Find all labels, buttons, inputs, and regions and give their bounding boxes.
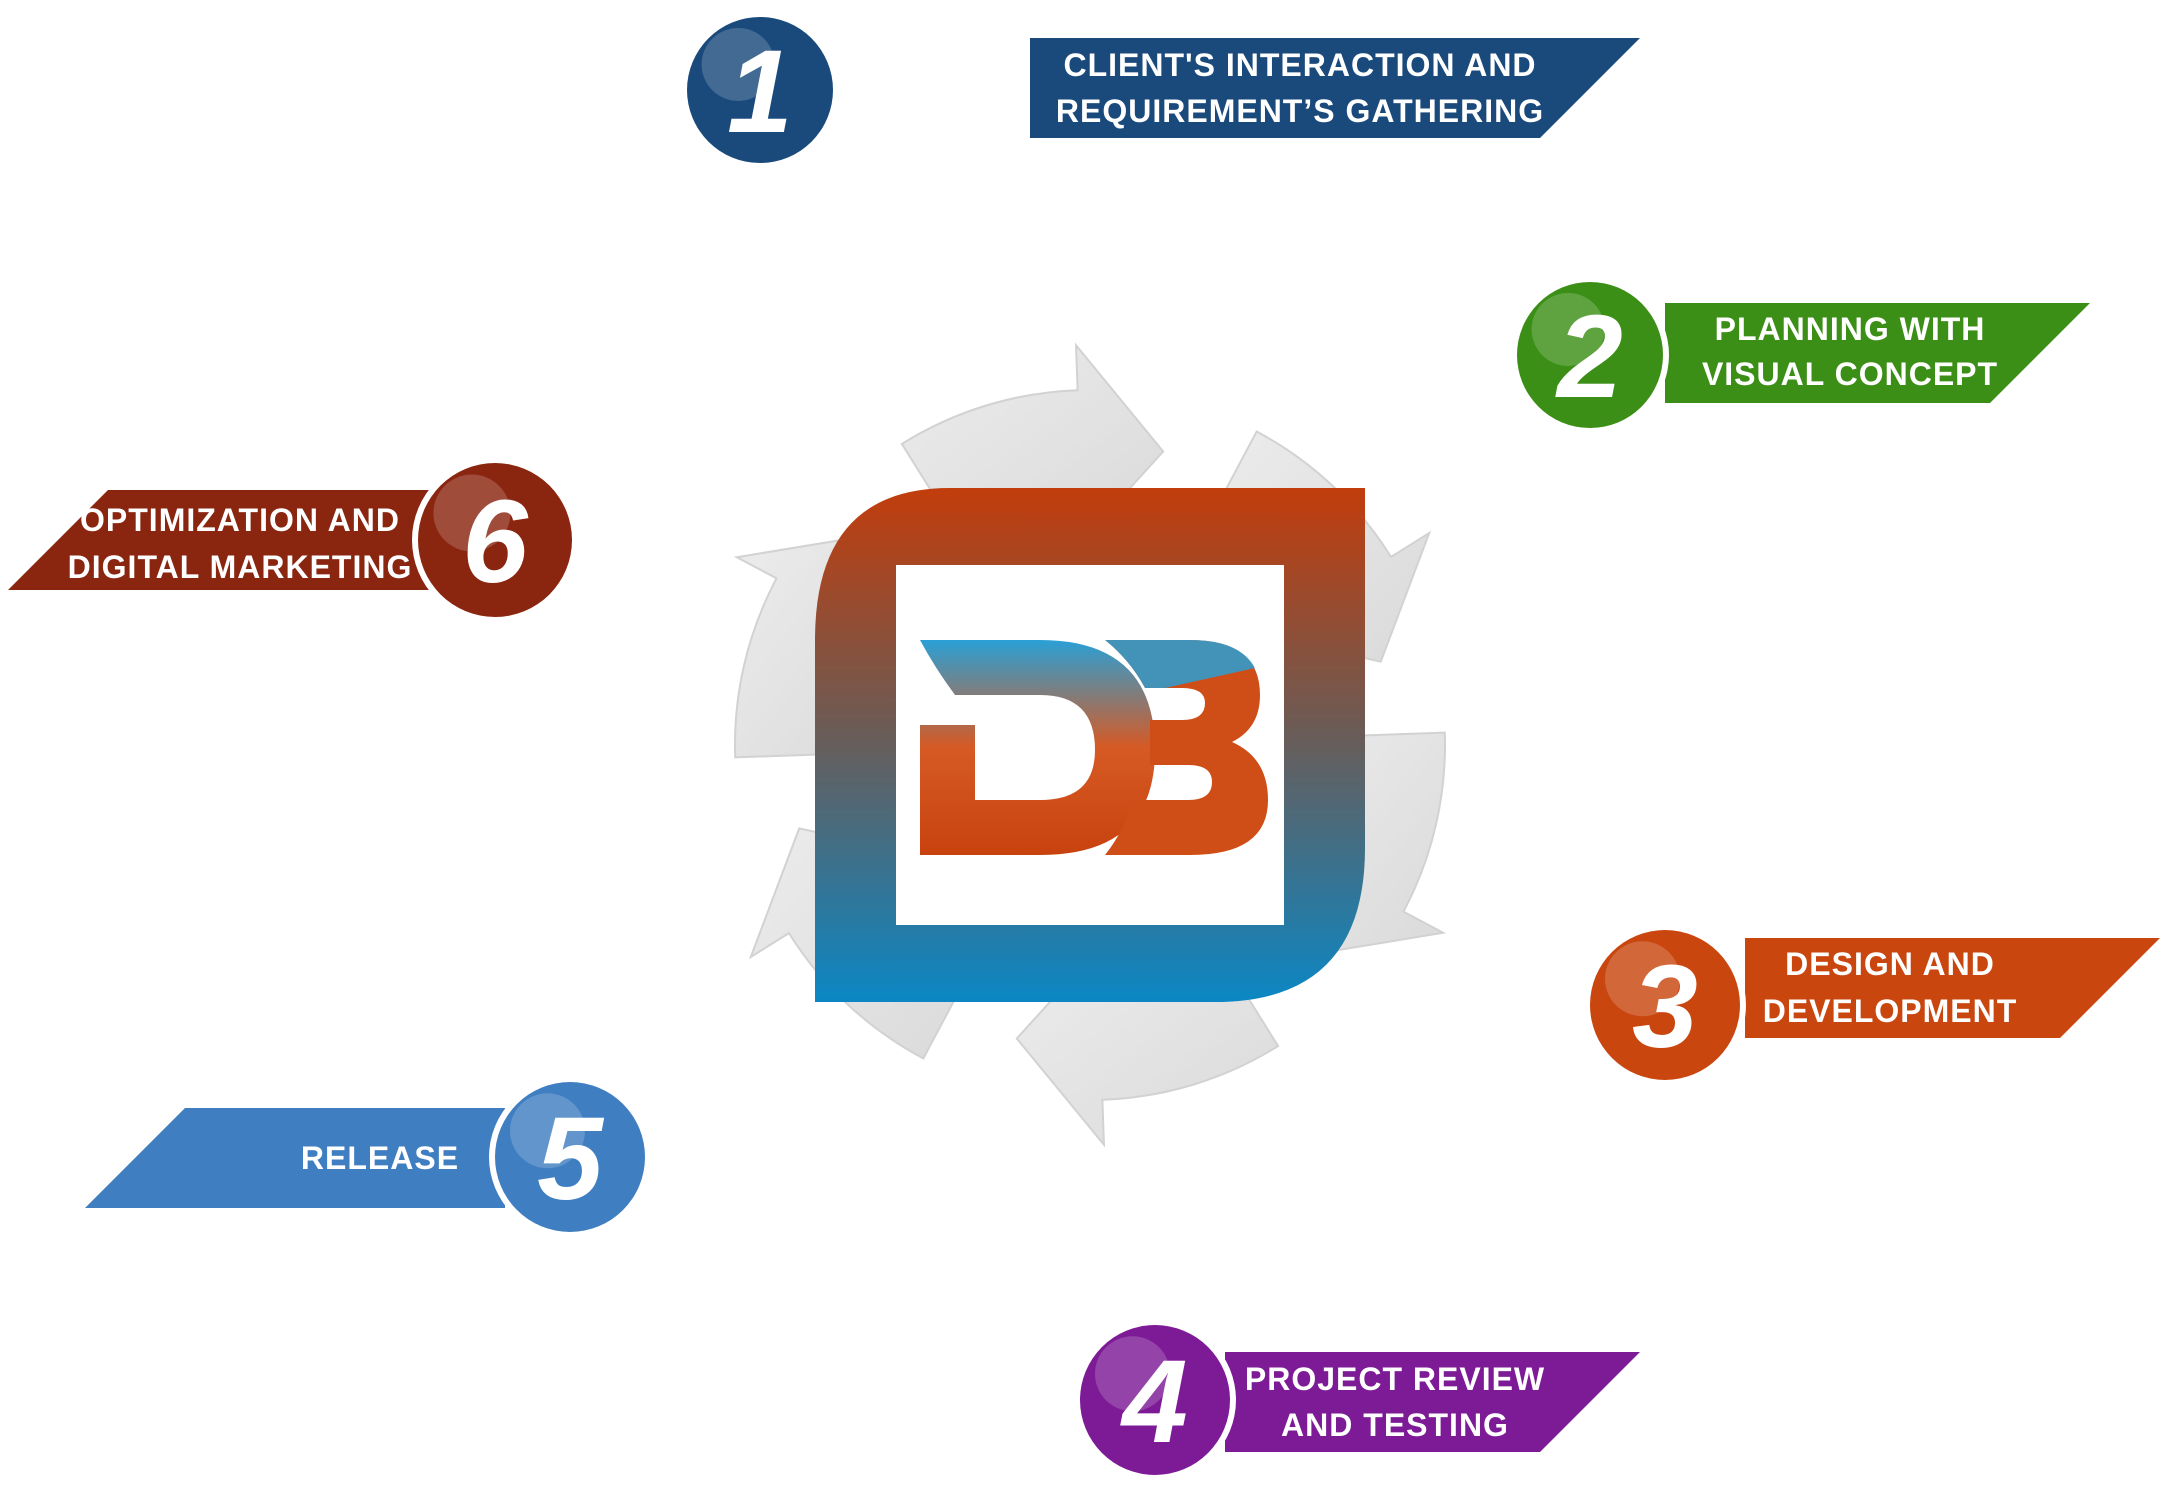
step-banner (8, 490, 430, 590)
step-label-line: RELEASE (301, 1140, 459, 1176)
step-label-line: PLANNING WITH (1715, 311, 1986, 347)
step-badge (418, 463, 572, 617)
step-badge-highlight (701, 27, 775, 101)
step-number: 1 (727, 26, 793, 158)
step-label-line: VISUAL CONCEPT (1702, 356, 1998, 392)
step-badge (495, 1082, 645, 1232)
step-label-line: DIGITAL MARKETING (68, 549, 413, 585)
step-banner (1745, 938, 2160, 1038)
step-banner (1665, 303, 2090, 403)
logo-mark (920, 640, 1268, 855)
process-steps: CLIENT'S INTERACTION AND REQUIREMENT’S GA… (8, 11, 2160, 1481)
step-label-line: PROJECT REVIEW (1245, 1361, 1545, 1397)
step-label-line: CLIENT'S INTERACTION AND (1063, 47, 1536, 83)
step-badge (1080, 1325, 1230, 1475)
step-1: CLIENT'S INTERACTION AND REQUIREMENT’S GA… (681, 11, 1640, 169)
step-label-line: AND TESTING (1281, 1407, 1509, 1443)
step-number: 5 (537, 1093, 605, 1225)
step-4: PROJECT REVIEW AND TESTING 4 (1074, 1319, 1640, 1481)
db-logo: DB (815, 488, 1365, 1002)
step-badge (1590, 930, 1740, 1080)
step-6: OPTIMIZATION AND DIGITAL MARKETING 6 (8, 457, 578, 623)
step-3: DESIGN AND DEVELOPMENT 3 (1584, 924, 2160, 1086)
step-badge-highlight (1605, 941, 1680, 1017)
step-badge-highlight (1095, 1336, 1170, 1412)
step-badge-highlight (1531, 292, 1605, 366)
step-badge (1517, 282, 1663, 428)
step-number: 4 (1120, 1336, 1188, 1468)
step-5: RELEASE 5 (85, 1076, 651, 1238)
step-label-line: DEVELOPMENT (1763, 993, 2018, 1029)
step-label-line: DESIGN AND (1785, 946, 1995, 982)
step-badge-highlight (510, 1093, 585, 1169)
step-banner (1225, 1352, 1640, 1452)
step-banner (1030, 38, 1640, 138)
step-number: 2 (1555, 291, 1623, 423)
step-badge-highlight (433, 474, 511, 552)
step-banner (85, 1108, 505, 1208)
step-label-line: REQUIREMENT’S GATHERING (1056, 93, 1544, 129)
step-number: 6 (462, 476, 529, 608)
step-label-line: OPTIMIZATION AND (80, 502, 400, 538)
step-number: 3 (1632, 941, 1698, 1073)
step-badge (687, 17, 833, 163)
step-2: PLANNING WITH VISUAL CONCEPT 2 (1511, 276, 2090, 434)
